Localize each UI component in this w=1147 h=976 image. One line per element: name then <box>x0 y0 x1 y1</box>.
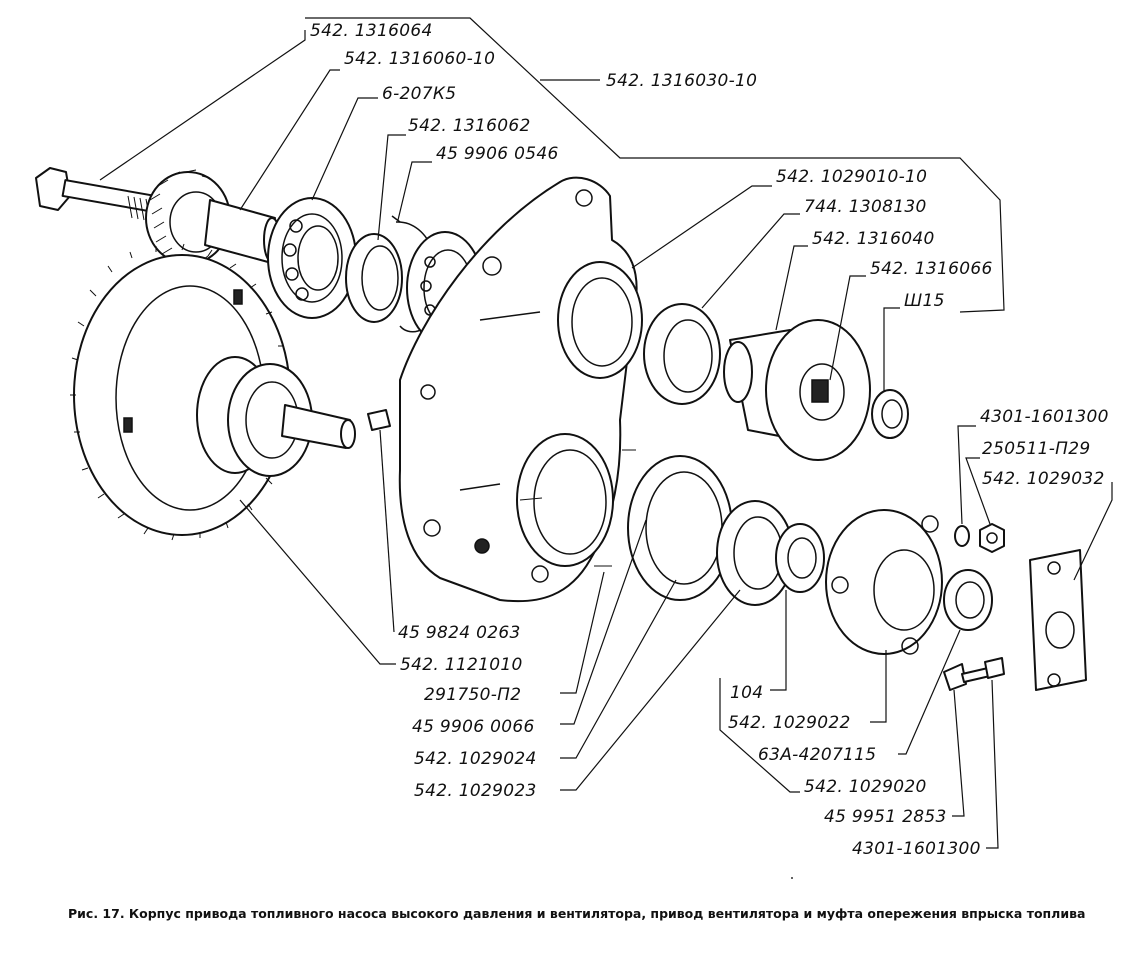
label-part-l01: 542. 1316064 <box>310 21 433 41</box>
gasket-part <box>627 455 794 606</box>
label-part-l26: 4301-1601300 <box>852 839 981 859</box>
housing-part <box>398 176 643 603</box>
label-part-l11: Ш15 <box>904 291 945 311</box>
large-gear-part <box>70 243 356 541</box>
label-part-l05: 542. 1316062 <box>408 116 531 136</box>
bearing-104-part <box>775 523 825 593</box>
label-part-l10: 542. 1316066 <box>870 259 993 279</box>
label-part-l07: 542. 1029010-10 <box>776 167 927 187</box>
label-part-l14: 542. 1029032 <box>982 469 1105 489</box>
part-labels: 542. 1316064 542. 1316060-10 542. 131603… <box>310 21 1109 859</box>
label-part-l12: 4301-1601300 <box>980 407 1109 427</box>
speck <box>791 877 793 879</box>
flange-part <box>825 509 943 655</box>
label-part-l18: 45 9906 0066 <box>412 717 535 737</box>
label-part-l16: 542. 1121010 <box>400 655 523 675</box>
small-seal-part <box>943 569 993 631</box>
leader-lines <box>99 17 1113 849</box>
label-part-l08: 744. 1308130 <box>804 197 927 217</box>
label-part-l06: 45 9906 0546 <box>436 144 559 164</box>
label-part-l03: 542. 1316030-10 <box>606 71 757 91</box>
label-part-l22: 542. 1029022 <box>728 713 851 733</box>
washer-part <box>871 389 909 439</box>
label-part-l09: 542. 1316040 <box>812 229 935 249</box>
label-part-l24: 542. 1029020 <box>804 777 927 797</box>
label-part-l25: 45 9951 2853 <box>824 807 947 827</box>
label-part-l20: 542. 1029023 <box>414 781 537 801</box>
key-part <box>367 409 391 431</box>
small-bolts-part <box>943 657 1005 691</box>
label-part-l19: 542. 1029024 <box>414 749 537 769</box>
washer-nut-part <box>954 523 1005 553</box>
label-part-l13: 250511-П29 <box>982 439 1090 459</box>
bolt-part <box>35 167 156 222</box>
bearing-6-207k5-part <box>267 197 357 319</box>
spacer-ring-part <box>345 233 403 323</box>
label-part-l15: 45 9824 0263 <box>398 623 521 643</box>
label-part-l02: 542. 1316060-10 <box>344 49 495 69</box>
bracket-part <box>1029 549 1087 691</box>
label-part-l17: 291750-П2 <box>424 685 521 705</box>
figure-caption: Рис. 17. Корпус привода топливного насос… <box>68 906 1085 921</box>
hub-part <box>723 319 871 461</box>
label-part-l21: 104 <box>730 683 763 703</box>
seal-part <box>643 303 721 405</box>
label-part-l04: 6-207К5 <box>382 84 456 104</box>
label-part-l23: 63А-4207115 <box>758 745 876 765</box>
